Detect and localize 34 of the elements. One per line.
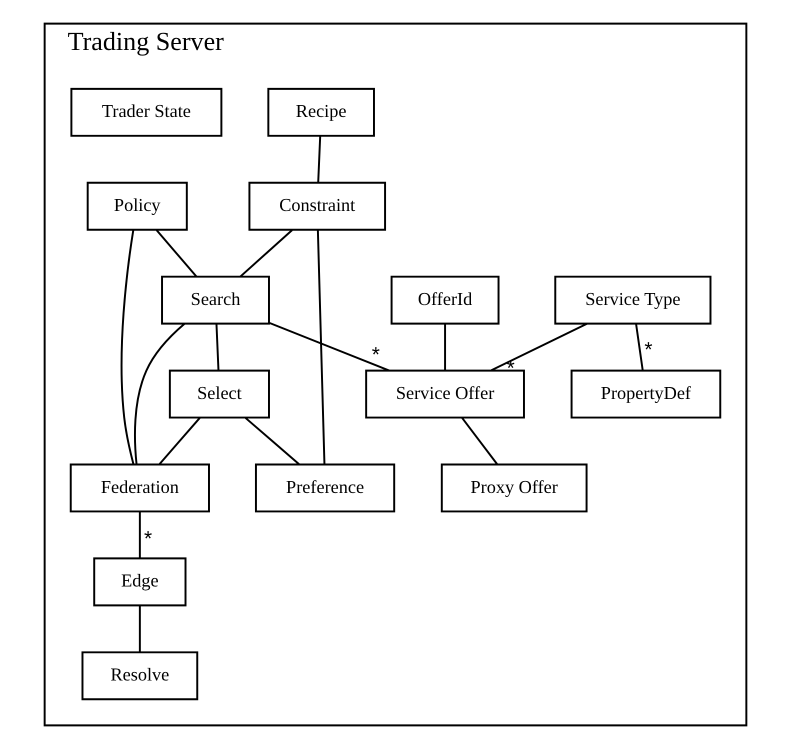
connector [155,229,197,278]
edge-label: * [144,527,152,550]
node-box: Constraint [248,182,386,231]
edge-label: * [644,338,652,362]
connector [268,322,390,372]
connector [316,136,321,183]
connector [158,417,200,465]
connector [138,512,140,558]
node-box: Trader State [70,88,222,137]
node-box: Search [160,276,270,325]
connector [460,417,498,465]
connector [444,324,446,370]
node-box: Service Type [554,276,711,325]
node-box: Preference [254,464,395,512]
connector [215,324,219,370]
connector [634,324,644,371]
connector [239,229,292,278]
node-box: Recipe [266,88,374,137]
node-box: Federation [69,464,210,512]
connector [244,417,300,466]
connector [490,322,587,372]
node-box: OfferId [390,276,500,325]
edge-label: * [371,343,380,366]
node-box: Resolve [81,651,198,700]
connector [120,230,134,465]
node-box: Policy [86,182,188,231]
node-box: Proxy Offer [440,464,588,512]
connector [316,230,325,464]
node-box: Select [168,370,270,419]
node-box: Service Offer [364,370,524,419]
connector [133,323,185,464]
connector [138,606,140,652]
node-box: PropertyDef [570,370,721,419]
node-box: Edge [92,557,186,606]
